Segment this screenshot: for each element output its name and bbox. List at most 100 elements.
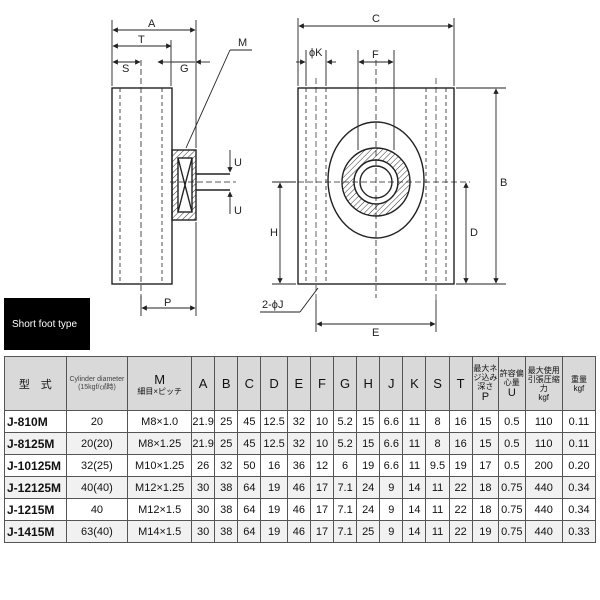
- table-cell: 40: [65, 498, 129, 521]
- table-cell: 22: [448, 520, 473, 543]
- table-cell: 14: [402, 498, 427, 521]
- table-cell: 46: [286, 498, 311, 521]
- header-weight: 重量 kgf: [561, 356, 597, 411]
- table-cell: 11: [402, 454, 427, 477]
- header-A: A: [191, 356, 216, 411]
- side-view-dimensions: [111, 20, 252, 316]
- table-cell: 19: [471, 520, 500, 543]
- table-cell: 38: [214, 476, 239, 499]
- label-M: M: [238, 37, 247, 49]
- table-cell: 11: [402, 432, 427, 455]
- label-P: P: [164, 297, 171, 309]
- spec-table: 型 式 Cylinder diameter (15kgf/㎠時) M 細目×ピッ…: [4, 356, 597, 543]
- header-B: B: [214, 356, 239, 411]
- header-force-jp: 最大使用引張圧縮力: [527, 365, 560, 393]
- table-header-row: 型 式 Cylinder diameter (15kgf/㎠時) M 細目×ピッ…: [4, 356, 597, 411]
- table-cell: 17: [471, 454, 500, 477]
- label-holes: 2-ϕJ: [262, 299, 283, 311]
- table-cell: 14: [402, 476, 427, 499]
- table-cell: 16: [448, 410, 473, 433]
- table-cell: 10: [309, 410, 335, 433]
- model-cell: J-1415M: [4, 520, 67, 543]
- table-cell: 0.75: [498, 498, 526, 521]
- front-view-outer-ring: [327, 121, 425, 239]
- table-cell: 24: [356, 498, 381, 521]
- table-cell: 14: [402, 520, 427, 543]
- table-cell: 38: [214, 498, 239, 521]
- label-T: T: [138, 34, 145, 46]
- header-force: 最大使用引張圧縮力 kgf: [524, 356, 563, 411]
- header-weight-unit: kgf: [573, 383, 585, 393]
- table-cell: 64: [237, 498, 262, 521]
- header-D: D: [260, 356, 288, 411]
- table-cell: 46: [286, 476, 311, 499]
- table-cell: 64: [237, 520, 262, 543]
- table-cell: 9: [379, 498, 404, 521]
- table-cell: 40(40): [65, 476, 129, 499]
- table-cell: 24: [356, 476, 381, 499]
- header-P: 最大ネジ込み深さ P: [471, 356, 500, 411]
- table-cell: 19: [260, 498, 288, 521]
- table-cell: 36: [286, 454, 311, 477]
- table-cell: 30: [191, 498, 216, 521]
- header-U-sym: U: [507, 386, 516, 399]
- model-cell: J-12125M: [4, 476, 67, 499]
- table-cell: M12×1.5: [127, 498, 193, 521]
- table-cell: 8: [425, 432, 450, 455]
- table-cell: 32: [286, 410, 311, 433]
- label-phiK: ϕK: [309, 47, 323, 59]
- table-cell: 19: [448, 454, 473, 477]
- header-K: K: [402, 356, 427, 411]
- table-cell: 5.2: [333, 410, 358, 433]
- short-foot-type-badge: Short foot type: [4, 298, 90, 350]
- table-cell: 15: [356, 432, 381, 455]
- table-cell: 46: [286, 520, 311, 543]
- label-A: A: [148, 18, 156, 30]
- table-cell: 17: [309, 520, 335, 543]
- table-cell: 0.75: [498, 520, 526, 543]
- table-cell: 16: [448, 432, 473, 455]
- header-cylinder: Cylinder diameter (15kgf/㎠時): [65, 356, 129, 411]
- table-cell: 32: [214, 454, 239, 477]
- table-cell: 12.5: [260, 410, 288, 433]
- table-cell: 6.6: [379, 410, 404, 433]
- header-C: C: [237, 356, 262, 411]
- table-cell: M14×1.5: [127, 520, 193, 543]
- table-cell: 9.5: [425, 454, 450, 477]
- header-T: T: [448, 356, 473, 411]
- model-cell: J-8125M: [4, 432, 67, 455]
- front-view: [280, 60, 470, 300]
- table-cell: 7.1: [333, 476, 358, 499]
- table-cell: 25: [214, 410, 239, 433]
- label-B: B: [500, 177, 507, 189]
- table-cell: 7.1: [333, 520, 358, 543]
- table-cell: 26: [191, 454, 216, 477]
- header-cylinder-bottom: (15kgf/㎠時): [78, 383, 116, 391]
- header-m-bottom: 細目×ピッチ: [137, 386, 182, 396]
- table-cell: 45: [237, 432, 262, 455]
- header-F: F: [309, 356, 335, 411]
- table-cell: 21.9: [191, 432, 216, 455]
- header-cylinder-top: Cylinder diameter: [69, 375, 125, 383]
- table-cell: 20: [65, 410, 129, 433]
- table-cell: 18: [471, 498, 500, 521]
- table-cell: 30: [191, 520, 216, 543]
- model-cell: J-810M: [4, 410, 67, 433]
- table-cell: 19: [260, 520, 288, 543]
- table-cell: 9: [379, 520, 404, 543]
- table-cell: 32(25): [65, 454, 129, 477]
- table-cell: 12: [309, 454, 335, 477]
- table-cell: 18: [471, 476, 500, 499]
- table-cell: 19: [260, 476, 288, 499]
- table-cell: 30: [191, 476, 216, 499]
- badge-text: Short foot type: [12, 318, 78, 330]
- table-cell: 0.34: [561, 498, 597, 521]
- table-cell: 19: [356, 454, 381, 477]
- header-weight-jp: 重量: [570, 374, 587, 384]
- table-cell: 440: [524, 476, 563, 499]
